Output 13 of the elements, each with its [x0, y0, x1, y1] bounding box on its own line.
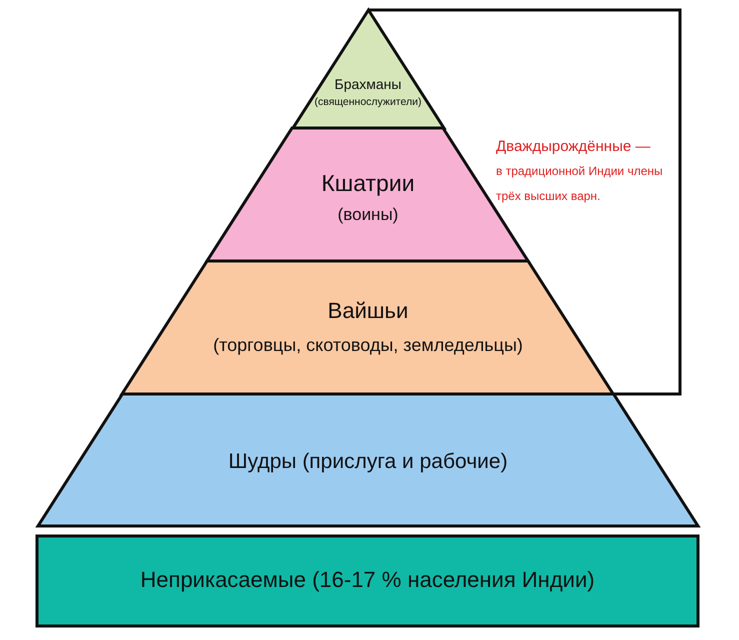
tier-subtitle: (торговцы, скотоводы, земледельцы)	[213, 334, 523, 357]
tier-subtitle: (священнослужители)	[314, 95, 422, 110]
pyramid-tier	[38, 394, 698, 526]
note-text: Дваждырождённые —	[496, 137, 650, 157]
tier-subtitle: (воины)	[338, 204, 398, 226]
tier-label: Кшатрии	[321, 169, 415, 198]
tier-label: Неприкасаемые (16-17 % населения Индии)	[140, 566, 595, 594]
tier-label: Вайшьи	[328, 297, 408, 325]
note-text: в традиционной Индии члены трёх высших варн.	[496, 163, 664, 205]
base-box	[37, 536, 698, 626]
pyramid-tier	[122, 261, 614, 394]
tier-label: Шудры (прислуга и рабочие)	[228, 449, 508, 475]
tier-label: Брахманы	[334, 75, 402, 94]
